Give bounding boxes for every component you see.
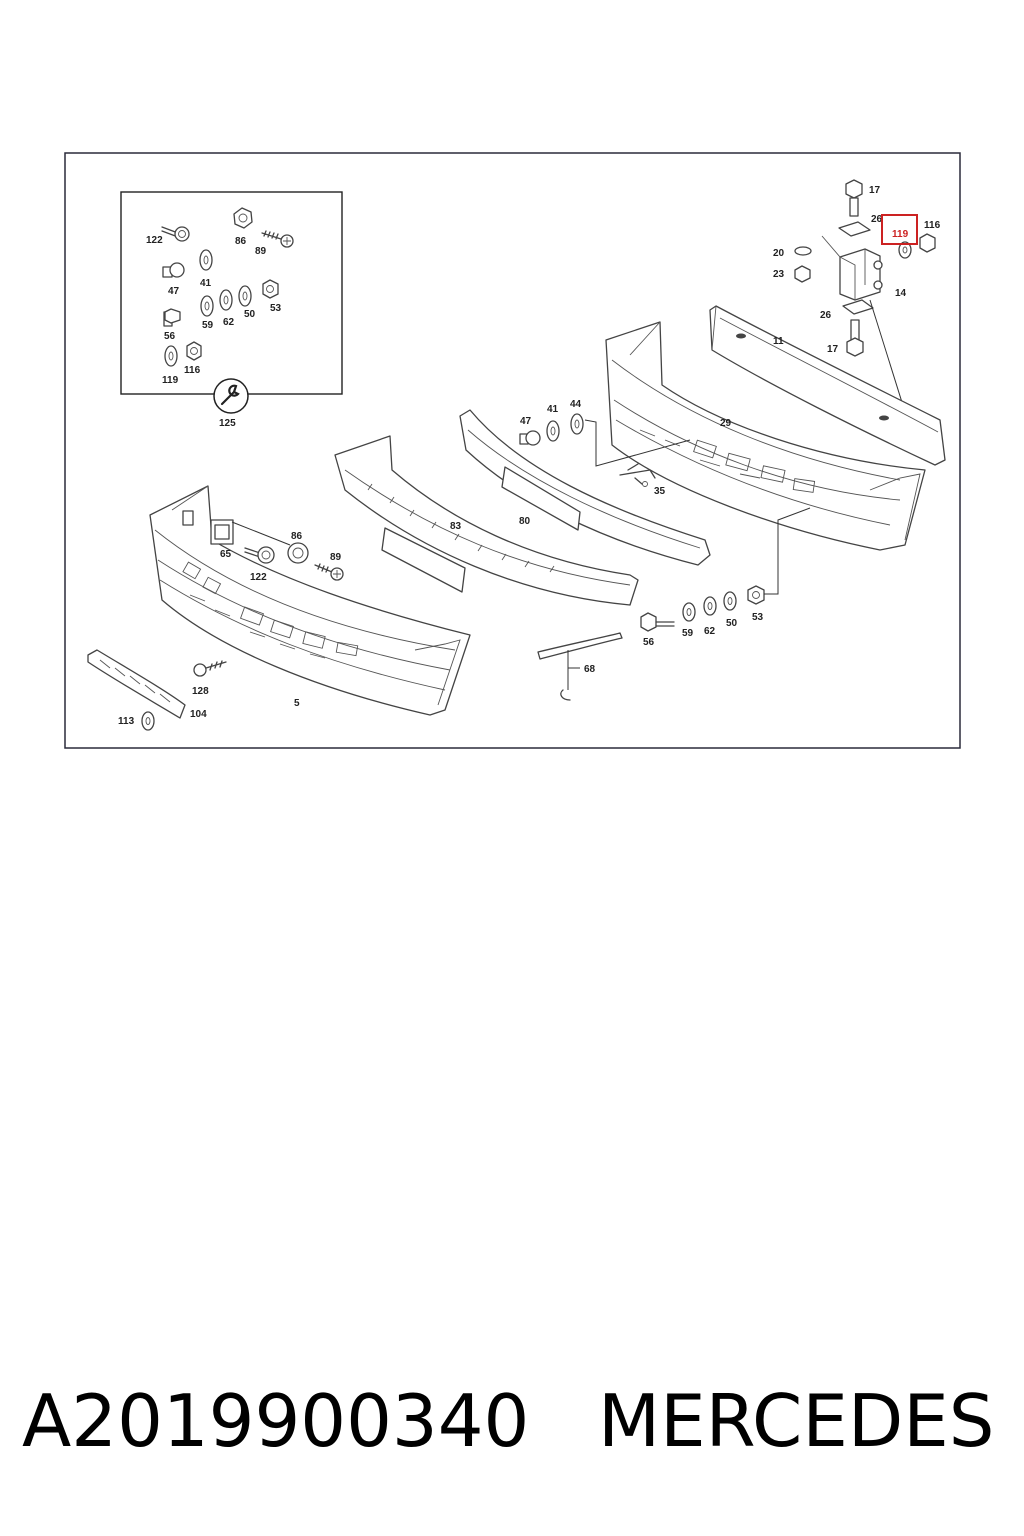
label-86-inset: 86 <box>235 236 247 247</box>
plate-26-top <box>838 221 871 237</box>
bolt-56 <box>640 612 675 632</box>
rivet-47 <box>519 430 541 446</box>
label-62-inset: 62 <box>223 317 235 328</box>
label-35: 35 <box>654 486 666 497</box>
label-56: 56 <box>643 637 655 648</box>
bolt-17-bottom <box>846 319 864 357</box>
washer-50 <box>723 591 737 611</box>
nut-113 <box>141 711 155 731</box>
inset-nut-53 <box>262 279 279 299</box>
label-122: 122 <box>250 572 267 583</box>
label-104: 104 <box>190 709 207 720</box>
impact-beam-80 <box>459 409 711 566</box>
clip-65 <box>210 519 234 545</box>
brand-text: MERCEDES <box>598 1379 995 1463</box>
inset-washer-50 <box>238 285 252 307</box>
label-17-top: 17 <box>869 185 881 196</box>
label-26-bottom: 26 <box>820 310 832 321</box>
diagram-frame <box>64 152 961 749</box>
label-26-top: 26 <box>871 214 883 225</box>
inset-washer-119 <box>164 345 178 367</box>
nut-20 <box>794 246 812 256</box>
label-23: 23 <box>773 269 785 280</box>
inset-nut-116 <box>186 341 202 361</box>
molding-strip-68 <box>537 632 623 701</box>
bolt-122 <box>244 546 275 564</box>
washer-44 <box>570 413 584 435</box>
front-bumper-5 <box>149 485 471 716</box>
label-86: 86 <box>291 531 303 542</box>
nut-116-main <box>919 233 936 253</box>
label-17-bottom: 17 <box>827 344 839 355</box>
label-56-inset: 56 <box>164 331 176 342</box>
label-119-inset: 119 <box>162 375 179 386</box>
label-119-highlighted: 119 <box>892 229 909 240</box>
label-11: 11 <box>773 336 784 347</box>
label-53-inset: 53 <box>270 303 282 314</box>
washer-41 <box>546 420 560 442</box>
label-50-inset: 50 <box>244 309 256 320</box>
label-5: 5 <box>294 698 300 709</box>
label-29: 29 <box>720 418 732 429</box>
label-80: 80 <box>519 516 531 527</box>
fastener-inset-box <box>120 191 343 395</box>
screw-128 <box>193 660 227 677</box>
label-122-inset: 122 <box>146 235 163 246</box>
label-41-inset: 41 <box>200 278 212 289</box>
inset-screw-89 <box>261 230 294 248</box>
washer-119-main <box>898 241 912 259</box>
inset-washer-41 <box>199 249 213 271</box>
label-116-main: 116 <box>924 220 941 231</box>
inset-nut-86 <box>233 207 253 229</box>
label-128: 128 <box>192 686 209 697</box>
grille-strip-104 <box>87 649 186 719</box>
label-44: 44 <box>570 399 582 410</box>
label-116-inset: 116 <box>184 365 201 376</box>
part-number-text: A2019900340 <box>22 1379 530 1463</box>
inset-bolt-122 <box>161 226 190 242</box>
label-14: 14 <box>895 288 907 299</box>
label-20: 20 <box>773 248 785 259</box>
washer-62 <box>703 596 717 616</box>
highlight-box-119[interactable] <box>881 214 918 245</box>
inset-washer-62 <box>219 289 233 311</box>
label-47-inset: 47 <box>168 286 180 297</box>
bumper-cover-29 <box>605 321 926 551</box>
inset-rivet-47 <box>162 262 185 278</box>
label-65: 65 <box>220 549 232 560</box>
label-89: 89 <box>330 552 342 563</box>
label-68: 68 <box>584 664 596 675</box>
label-125: 125 <box>219 418 236 429</box>
bolt-17-top <box>845 179 863 217</box>
part-labels: 122 86 89 47 41 56 59 62 50 53 119 116 1… <box>118 185 941 727</box>
label-47: 47 <box>520 416 532 427</box>
wrench-icon <box>213 378 249 414</box>
inset-bolt-56 <box>163 308 181 327</box>
label-62: 62 <box>704 626 716 637</box>
clip-35 <box>619 463 656 487</box>
bracket-14 <box>821 235 883 301</box>
screw-89 <box>314 563 344 581</box>
nut-86 <box>287 542 309 564</box>
label-83: 83 <box>450 521 462 532</box>
plate-26-bottom <box>842 299 874 315</box>
reinforcement-bar-11 <box>709 305 946 466</box>
label-113: 113 <box>118 716 135 727</box>
label-53: 53 <box>752 612 764 623</box>
washer-59 <box>682 602 696 622</box>
nut-53 <box>747 585 765 605</box>
label-50: 50 <box>726 618 738 629</box>
label-89-inset: 89 <box>255 246 267 257</box>
energy-absorber-83 <box>334 435 639 606</box>
inset-washer-59 <box>200 295 214 317</box>
label-59: 59 <box>682 628 694 639</box>
label-41: 41 <box>547 404 559 415</box>
label-59-inset: 59 <box>202 320 214 331</box>
nut-23 <box>794 265 811 283</box>
